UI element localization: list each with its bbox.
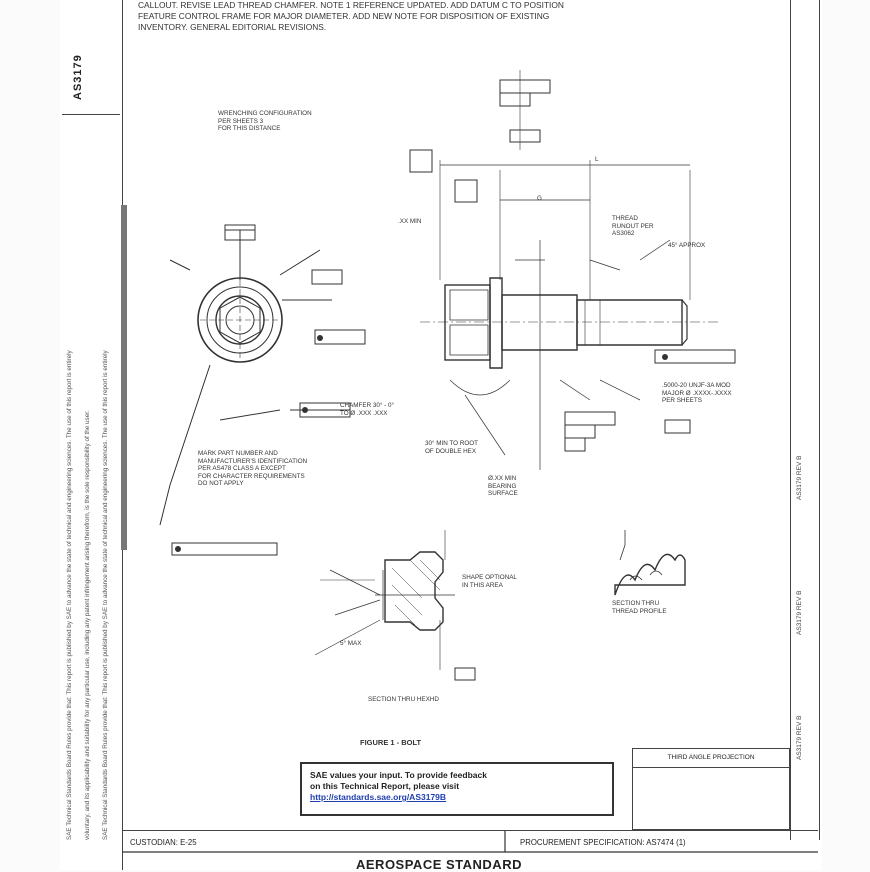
thread-spec-note: .5000-20 UNJF-3A MOD MAJOR Ø .XXXX-.XXXX… — [662, 382, 732, 404]
notes-line-2: FEATURE CONTROL FRAME FOR MAJOR DIAMETER… — [138, 11, 550, 21]
figure-title: FIGURE 1 - BOLT — [360, 738, 422, 747]
double-hex-note: 30° MIN TO ROOT OF DOUBLE HEX — [425, 440, 479, 455]
approx-angle-note: 45° APPROX — [668, 242, 706, 249]
procurement-spec-label: PROCUREMENT SPECIFICATION: AS7474 (1) — [520, 838, 686, 847]
section-hexhd-label: SECTION THRU HEXHD — [368, 696, 439, 703]
feedback-line-1: SAE values your input. To provide feedba… — [310, 770, 487, 780]
max-angle-label: 5° MAX — [340, 640, 362, 647]
section-hexhd — [314, 530, 476, 681]
thread-runout-note: THREAD RUNOUT PER AS3062 — [612, 215, 654, 237]
end-view — [159, 229, 350, 526]
projection-box — [632, 748, 790, 830]
document-title: AEROSPACE STANDARD — [356, 857, 522, 872]
wrenching-note: WRENCHING CONFIGURATION PER SHEETS 3 FOR… — [218, 110, 312, 132]
min-dim-label: .XX MIN — [398, 218, 422, 225]
section-thread-label: SECTION THRU THREAD PROFILE — [612, 600, 667, 615]
right-margin-strip — [790, 0, 820, 840]
doc-id-box — [62, 14, 120, 115]
chamfer-note: CHAMFER 30° - 0° TO Ø .XXX .XXX — [340, 402, 395, 417]
length-dim-label: L — [595, 156, 599, 163]
thread-profile — [614, 530, 686, 596]
projection-title: THIRD ANGLE PROJECTION — [632, 748, 790, 768]
custodian-label: CUSTODIAN: E-25 — [130, 838, 197, 847]
notes-line-3: INVENTORY. GENERAL EDITORIAL REVISIONS. — [138, 22, 327, 32]
scrollbar-marker — [121, 205, 127, 550]
revision-notes: CALLOUT. REVISE LEAD THREAD CHAMFER. NOT… — [138, 0, 778, 33]
feedback-box: SAE values your input. To provide feedba… — [300, 762, 614, 816]
marking-note: MARK PART NUMBER AND MANUFACTURER'S IDEN… — [198, 450, 308, 487]
feedback-link[interactable]: http://standards.sae.org/AS3179B — [310, 792, 447, 802]
notes-line-1: CALLOUT. REVISE LEAD THREAD CHAMFER. NOT… — [138, 0, 564, 10]
left-margin-strip — [60, 0, 123, 870]
side-view — [409, 70, 736, 470]
title-block — [122, 830, 818, 871]
feedback-line-2: on this Technical Report, please visit — [310, 781, 460, 791]
grip-dim-label: G — [537, 195, 542, 202]
bearing-surface-note: Ø.XX MIN BEARING SURFACE — [488, 475, 518, 497]
shape-optional-note: SHAPE OPTIONAL IN THIS AREA — [462, 574, 517, 589]
